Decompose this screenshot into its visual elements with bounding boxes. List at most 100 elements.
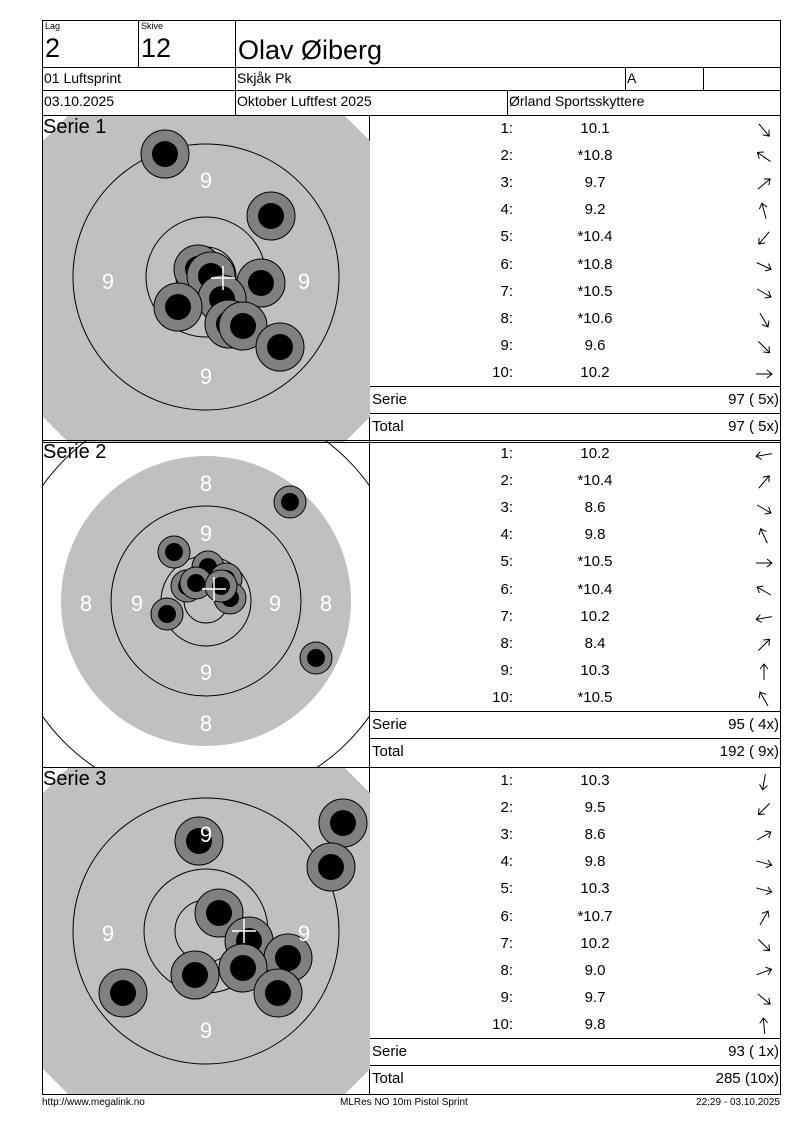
shot-row: 6:*10.4	[370, 577, 781, 604]
shot-number: 9:	[500, 988, 513, 1006]
shot-number: 4:	[500, 526, 513, 544]
shot-row: 4:9.8	[370, 849, 781, 876]
shot-number: 3:	[500, 826, 513, 844]
direction-arrow-icon	[757, 178, 771, 190]
shot-row: 7:10.2	[370, 604, 781, 631]
direction-arrow-icon	[759, 909, 770, 925]
shot-center	[258, 203, 284, 229]
shot-number: 4:	[500, 853, 513, 871]
direction-arrow-icon	[756, 966, 773, 975]
shot-value: 9.8	[584, 1015, 606, 1033]
shot-number: 9:	[500, 336, 513, 354]
shot-row: 10: 9.8	[370, 1012, 781, 1039]
direction-arrow-icon	[758, 691, 769, 707]
lag-label: Lag	[45, 21, 61, 31]
shot-center	[186, 828, 212, 854]
shot-value: 10.2	[580, 363, 610, 381]
direction-arrow-icon	[759, 1017, 769, 1034]
shot-value: 8.6	[584, 499, 606, 517]
ring-number: 9	[102, 269, 114, 294]
shot-number: 2:	[500, 472, 513, 490]
shot-center	[165, 543, 183, 561]
shot-number: 1:	[500, 120, 513, 137]
ring-number: 8	[200, 471, 212, 496]
shot-value: 9.7	[584, 988, 606, 1006]
name-cell: Olav Øiberg	[235, 20, 781, 68]
shot-row: 8:*10.6	[370, 306, 781, 333]
ring-number: 8	[80, 591, 92, 616]
shot-value: 8.6	[584, 826, 606, 844]
shot-value: 9.8	[584, 526, 606, 544]
skive-value: 12	[141, 33, 172, 63]
direction-arrow-icon	[757, 340, 771, 354]
total-score: 97 ( 5x)	[728, 418, 779, 435]
shot-value: 9.5	[584, 799, 606, 817]
shot-value: 10.2	[580, 934, 610, 952]
shot-row: 7:*10.5	[370, 279, 781, 306]
direction-arrow-icon	[756, 859, 773, 869]
serie-score: 97 ( 5x)	[728, 391, 779, 408]
shot-value: 10.1	[580, 120, 610, 137]
shot-row: 5:*10.5	[370, 549, 781, 576]
shot-row: 6:*10.7	[370, 904, 781, 931]
shot-row: 5: *10.4	[370, 224, 781, 251]
direction-arrow-icon	[756, 585, 772, 595]
shot-value: 9.7	[584, 174, 606, 192]
direction-arrow-icon	[758, 475, 770, 489]
shot-value: 10.2	[580, 445, 610, 462]
shot-value: *10.4	[577, 228, 613, 246]
shot-value: 10.3	[580, 772, 610, 789]
footer-url[interactable]: http://www.megalink.no	[42, 1097, 145, 1108]
shot-number: 7:	[500, 934, 513, 952]
direction-arrow-icon	[756, 559, 773, 568]
direction-arrow-icon	[755, 451, 772, 460]
target-ring	[110, 505, 302, 697]
series-title: Serie 1	[43, 116, 107, 138]
direction-arrow-icon	[756, 288, 772, 299]
shot-number: 6:	[500, 907, 513, 925]
shot-number: 10:	[492, 1015, 513, 1033]
shot-row: 7: 10.2	[370, 931, 781, 958]
serie-label: Serie	[372, 1043, 408, 1060]
ring-number: 9	[200, 822, 212, 847]
shot-row: 6:*10.8	[370, 252, 781, 279]
shot-number: 1:	[500, 445, 513, 462]
class-cell: A	[625, 67, 704, 91]
serie-score: 93 ( 1x)	[728, 1043, 779, 1060]
date-cell: 03.10.2025	[42, 90, 236, 116]
empty-cell	[703, 67, 781, 91]
series-title: Serie 2	[43, 441, 107, 463]
shot-row: 10:10.2	[370, 360, 781, 387]
shot-number: 6:	[500, 580, 513, 598]
group-center-cross	[232, 919, 256, 943]
shot-value: 9.2	[584, 201, 606, 219]
ring-number: 9	[102, 921, 114, 946]
shot-number: 8:	[500, 309, 513, 327]
ring-number: 9	[298, 269, 310, 294]
organizer-cell: Ørland Sportsskyttere	[507, 90, 781, 116]
ring-number: 9	[200, 521, 212, 546]
group-center-cross	[211, 266, 235, 290]
shot-value: *10.5	[577, 553, 613, 571]
shot-row: 4: 9.8	[370, 522, 781, 549]
shot-value: *10.8	[577, 147, 613, 165]
shot-value: *10.4	[577, 472, 613, 490]
ring-number: 9	[131, 591, 143, 616]
serie-label: Serie	[372, 391, 408, 408]
shot-center	[330, 810, 356, 836]
direction-arrow-icon	[757, 803, 771, 816]
total-label: Total	[372, 418, 404, 435]
shot-center	[275, 945, 301, 971]
lag-value: 2	[45, 33, 61, 63]
footer-software: MLRes NO 10m Pistol Sprint	[340, 1097, 468, 1108]
shot-number: 5:	[500, 880, 513, 898]
ring-number: 8	[320, 591, 332, 616]
shot-number: 5:	[500, 228, 513, 246]
shooter-name: Olav Øiberg	[238, 35, 383, 65]
direction-arrow-icon	[757, 993, 771, 1005]
